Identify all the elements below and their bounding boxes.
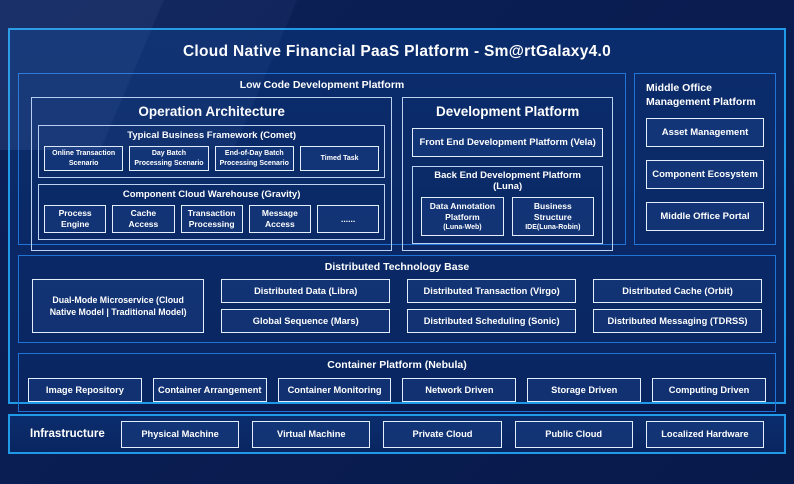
container-item-container-arrangement: Container Arrangement — [152, 378, 267, 402]
distributed-cache-orbit-box: Distributed Cache (Orbit) — [593, 279, 762, 303]
container-platform-row: Image Repository Container Arrangement C… — [28, 378, 766, 402]
gravity-item-message-access: Message Access — [248, 205, 311, 234]
infrastructure-section: Infrastructure Physical Machine Virtual … — [8, 414, 786, 454]
comet-chip-row: Online Transaction Scenario Day Batch Pr… — [44, 146, 380, 171]
back-end-chip-row: Data Annotation Platform (Luna-Web) Busi… — [421, 197, 594, 237]
top-row: Low Code Development Platform Operation … — [18, 73, 776, 252]
container-item-computing-driven: Computing Driven — [652, 378, 766, 402]
comet-item-online-transaction-scenario: Online Transaction Scenario — [44, 146, 124, 171]
back-end-development-platform-box: Back End Development Platform (Luna) Dat… — [412, 166, 603, 245]
container-item-network-driven: Network Driven — [402, 378, 517, 402]
infrastructure-item-physical-machine: Physical Machine — [121, 420, 240, 448]
gravity-item-more: ...... — [317, 205, 380, 234]
middle-office-item-middle-office-portal: Middle Office Portal — [646, 202, 764, 232]
gravity-item-transaction-processing: Transaction Processing — [180, 205, 243, 234]
distributed-grid: Dual-Mode Microservice (Cloud Native Mod… — [32, 279, 762, 333]
typical-business-framework-title: Typical Business Framework (Comet) — [127, 130, 296, 141]
low-code-row: Operation Architecture Typical Business … — [31, 97, 613, 252]
development-platform-section: Development Platform Front End Developme… — [402, 97, 613, 252]
back-end-item-sub: IDE(Luna-Robin) — [525, 224, 581, 232]
operation-architecture-title: Operation Architecture — [138, 104, 285, 119]
distributed-messaging-tdrss-box: Distributed Messaging (TDRSS) — [593, 309, 762, 333]
container-item-image-repository: Image Repository — [28, 378, 142, 402]
middle-office-item-component-ecosystem: Component Ecosystem — [646, 160, 764, 190]
infrastructure-item-virtual-machine: Virtual Machine — [252, 420, 371, 448]
infrastructure-label: Infrastructure — [30, 428, 105, 440]
container-item-storage-driven: Storage Driven — [527, 378, 642, 402]
back-end-development-platform-title: Back End Development Platform (Luna) — [434, 170, 581, 192]
container-item-container-monitoring: Container Monitoring — [277, 378, 392, 402]
distributed-data-libra-box: Distributed Data (Libra) — [221, 279, 391, 303]
infrastructure-item-public-cloud: Public Cloud — [514, 420, 633, 448]
distributed-technology-base-label: Distributed Technology Base — [324, 261, 470, 273]
gravity-item-process-engine: Process Engine — [44, 205, 107, 234]
back-end-item-data-annotation-platform: Data Annotation Platform (Luna-Web) — [421, 197, 504, 237]
front-end-development-platform-box: Front End Development Platform (Vela) — [412, 128, 603, 157]
distributed-transaction-virgo-box: Distributed Transaction (Virgo) — [407, 279, 577, 303]
back-end-item-sub: (Luna-Web) — [443, 224, 482, 232]
infrastructure-item-localized-hardware: Localized Hardware — [645, 420, 765, 448]
middle-office-management-platform-section: Middle Office Management Platform Asset … — [634, 73, 776, 245]
platform-diagram-panel: Cloud Native Financial PaaS Platform - S… — [8, 28, 786, 412]
low-code-development-platform-section: Low Code Development Platform Operation … — [18, 73, 626, 252]
infrastructure-item-private-cloud: Private Cloud — [383, 420, 502, 448]
back-end-item-business-structure-ide: Business Structure IDE(Luna-Robin) — [511, 197, 594, 237]
middle-office-item-asset-management: Asset Management — [646, 118, 764, 148]
dual-mode-microservice-box: Dual-Mode Microservice (Cloud Native Mod… — [32, 279, 205, 333]
development-platform-title: Development Platform — [435, 104, 580, 119]
component-cloud-warehouse-box: Component Cloud Warehouse (Gravity) Proc… — [38, 184, 386, 241]
low-code-section-label: Low Code Development Platform — [239, 79, 405, 91]
middle-office-label: Middle Office Management Platform — [646, 82, 756, 108]
gravity-item-cache-access: Cache Access — [112, 205, 175, 234]
global-sequence-mars-box: Global Sequence (Mars) — [221, 309, 391, 333]
comet-item-timed-task: Timed Task — [299, 146, 380, 171]
back-end-item-name: Business Structure — [533, 201, 572, 223]
comet-item-day-batch-processing-scenario: Day Batch Processing Scenario — [129, 146, 209, 171]
distributed-technology-base-section: Distributed Technology Base Dual-Mode Mi… — [18, 255, 776, 343]
container-platform-label: Container Platform (Nebula) — [327, 359, 467, 371]
back-end-item-name: Data Annotation Platform — [429, 201, 496, 223]
comet-item-end-of-day-batch-processing-scenario: End-of-Day Batch Processing Scenario — [214, 146, 294, 171]
component-cloud-warehouse-title: Component Cloud Warehouse (Gravity) — [122, 189, 301, 200]
diagram-title: Cloud Native Financial PaaS Platform - S… — [182, 43, 612, 60]
typical-business-framework-box: Typical Business Framework (Comet) Onlin… — [38, 125, 386, 178]
distributed-scheduling-sonic-box: Distributed Scheduling (Sonic) — [407, 309, 577, 333]
container-platform-section: Container Platform (Nebula) Image Reposi… — [18, 353, 776, 412]
gravity-chip-row: Process Engine Cache Access Transaction … — [44, 205, 380, 234]
operation-architecture-section: Operation Architecture Typical Business … — [31, 97, 393, 252]
